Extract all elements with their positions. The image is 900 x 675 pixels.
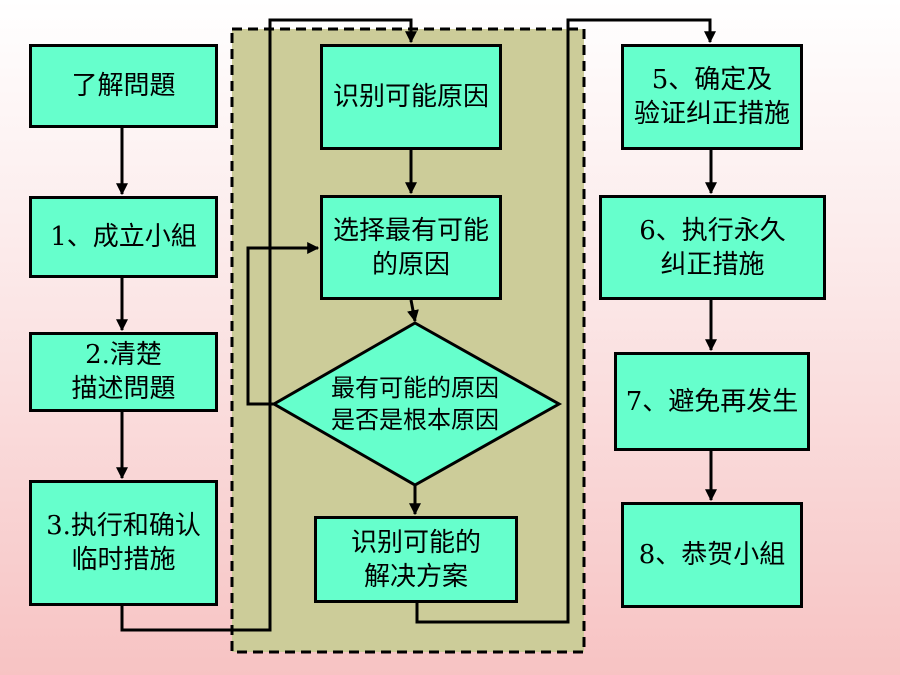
arrow-select-to-decision [407,299,419,323]
node-step1-form-team: 1、成立小組 [29,196,218,278]
node-understand-problem: 了解問題 [29,44,218,128]
connector-solutions-to-step5 [415,18,716,624]
node-step8-congratulate-team: 8、恭贺小組 [621,502,803,608]
connector-step3-to-identify-causes [120,18,417,632]
node-identify-solutions: 识别可能的 解决方案 [314,516,518,603]
decision-label: 最有可能的原因 是否是根本原因 [331,374,499,434]
node-identify-causes: 识别可能原因 [320,44,502,150]
loop-decision-to-select [246,242,320,406]
node-step2-describe-problem: 2.清楚 描述問題 [29,332,218,412]
node-select-likely-cause: 选择最有可能 的原因 [320,195,502,300]
node-step3-interim-actions: 3.执行和确认 临时措施 [29,480,218,606]
node-step6-permanent-actions: 6、执行永久 纠正措施 [599,195,826,300]
node-step5-verify-actions: 5、确定及 验证纠正措施 [621,44,803,150]
node-step7-prevent-recurrence: 7、避免再发生 [614,352,810,451]
